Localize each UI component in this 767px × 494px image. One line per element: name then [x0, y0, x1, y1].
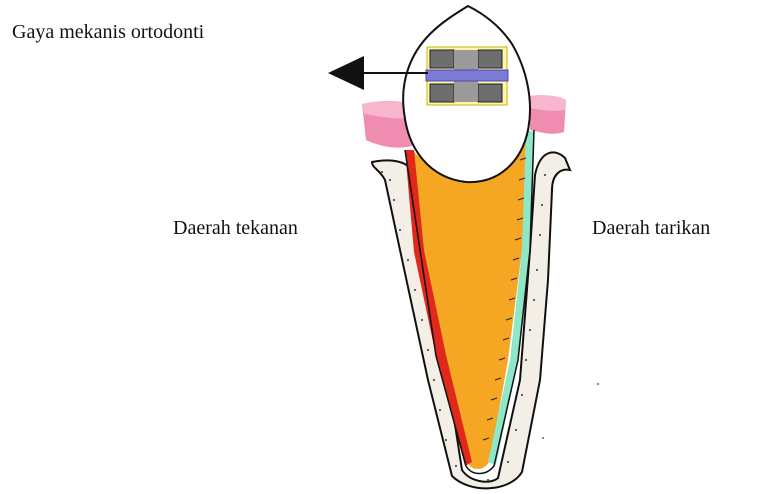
tension-area-label: Daerah tarikan — [592, 218, 710, 238]
orthodontic-bracket-icon — [426, 47, 508, 105]
pressure-area-label: Daerah tekanan — [173, 218, 298, 238]
force-label: Gaya mekanis ortodonti — [12, 22, 204, 42]
